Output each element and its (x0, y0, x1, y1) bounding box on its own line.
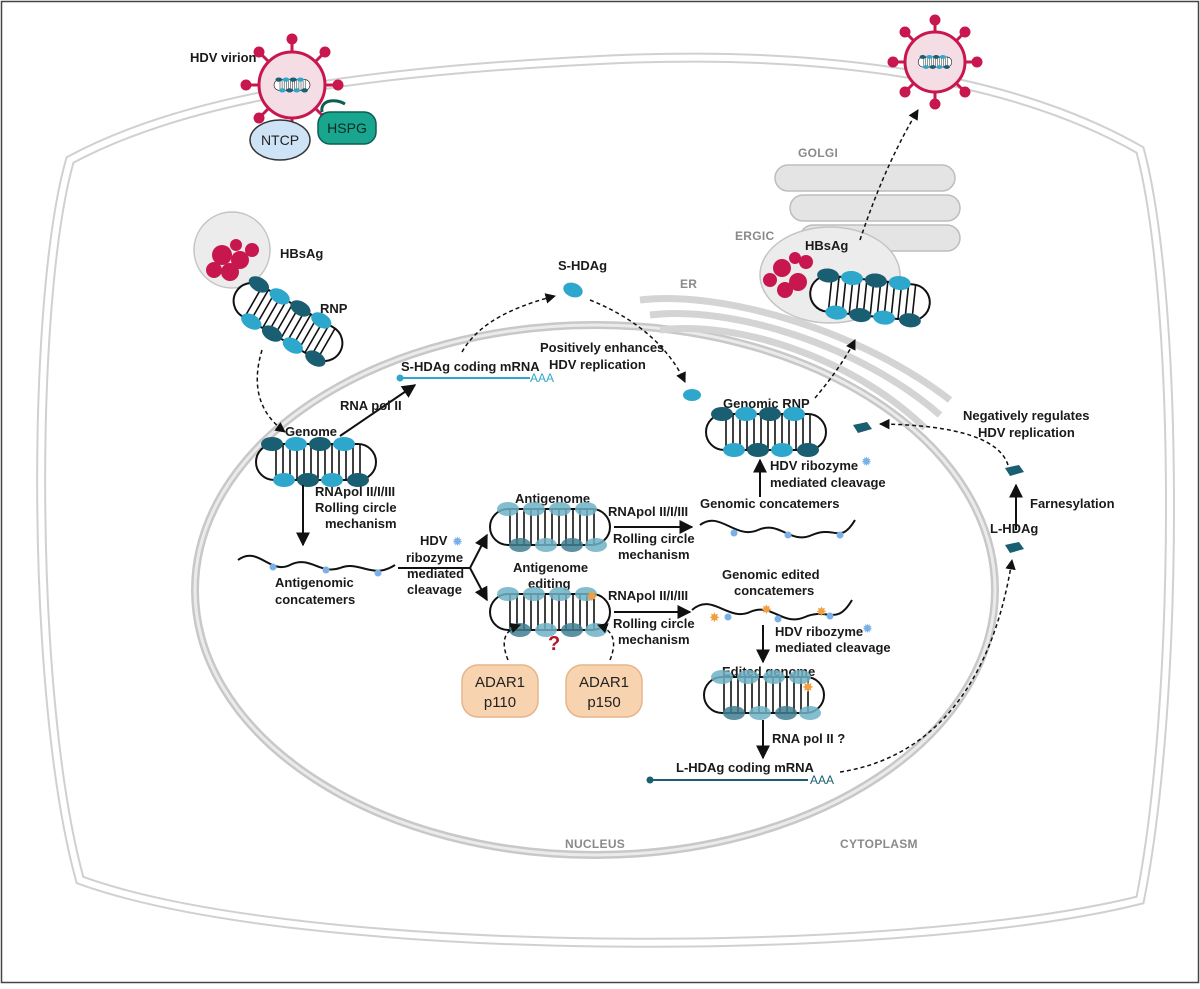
adar1-p110-label-1: ADAR1 (475, 674, 525, 691)
negatively-regulates-label-2: HDV replication (978, 425, 1075, 440)
edit-site-icon-5: ✸ (802, 679, 814, 695)
edited-genome-rnp (703, 670, 825, 720)
genome-label: Genome (285, 424, 337, 439)
rnp-label: RNP (320, 301, 348, 316)
antigenome-rnp (489, 502, 611, 552)
endoplasmic-reticulum (639, 294, 953, 431)
arrow-to-antigenome-editing (469, 567, 488, 602)
genomic-concatemers (699, 519, 856, 539)
genome-rnp (255, 437, 377, 487)
negatively-regulates-label-1: Negatively regulates (963, 408, 1089, 423)
gen-edit-2: concatemers (734, 583, 814, 598)
farnesylation-label: Farnesylation (1030, 496, 1115, 511)
rnapol-3b: Rolling circle (613, 616, 695, 631)
s-hdag-label: S-HDAg (558, 258, 607, 273)
hbsag-entry-cluster (206, 239, 259, 281)
gen-edit-1: Genomic edited (722, 567, 820, 582)
l-hdag-farnesylated-cyto (1005, 465, 1024, 476)
rnapol-2b: Rolling circle (613, 531, 695, 546)
ntcp-receptor (249, 119, 311, 161)
aaa-l-label: AAA (810, 773, 834, 787)
golgi-label: GOLGI (798, 146, 838, 160)
rnapol-2c: mechanism (618, 547, 690, 562)
l-hdag-protein (1005, 542, 1024, 553)
arrow-adar-p110 (503, 623, 521, 661)
rnapol-3a: RNApol II/I/III (608, 588, 688, 603)
hdv-ribozyme-cleavage-label-2: mediated cleavage (770, 475, 886, 490)
positively-enhances-label-2: HDV replication (549, 357, 646, 372)
adar1-p110-label-2: p110 (484, 694, 516, 711)
hspg-receptor (317, 111, 377, 145)
s-hdag-protein (563, 282, 583, 298)
ribozyme-star-icon-2: ✹ (452, 534, 463, 549)
rnapol-1b: Rolling circle (315, 500, 397, 515)
arrow-genomic-rnp-to-ergic (814, 339, 856, 399)
nucleus-label: NUCLEUS (565, 837, 625, 851)
genomic-rnp (705, 407, 827, 457)
ergic-label: ERGIC (735, 229, 775, 243)
aaa-s-label: AAA (530, 371, 554, 385)
adar1-p110-box (461, 664, 539, 718)
genomic-concatemers-label: Genomic concatemers (700, 496, 839, 511)
adar1-p150-label-1: ADAR1 (579, 674, 629, 691)
positively-enhances-label-1: Positively enhances (540, 340, 664, 355)
hspg-label: HSPG (327, 120, 367, 136)
antigenomic-label-1: Antigenomic (275, 575, 354, 590)
ribozyme-star-icon-3: ✹ (862, 621, 873, 636)
l-hdag-label: L-HDAg (990, 521, 1038, 536)
adar1-p150-box (565, 664, 643, 718)
ribozyme-star-icon: ✹ (861, 454, 872, 469)
rnapol-2a: RNApol II/I/III (608, 504, 688, 519)
hdv-virion (240, 33, 344, 137)
hbsag-exit-label: HBsAg (805, 238, 848, 253)
arrow-rna-pol-ii (339, 384, 417, 437)
hdv-virion-exit (887, 14, 983, 110)
arrow-l-hdag-negative-regulation (878, 418, 1009, 466)
arrow-s-hdag-into-nucleus (589, 299, 686, 383)
hdv-rib-3: mediated (407, 566, 464, 581)
edit-site-icon-3: ✸ (761, 602, 772, 617)
rna-pol-ii-label: RNA pol II (340, 398, 402, 413)
hbsag-exit-cluster (763, 252, 813, 298)
antigenomic-concatemers (237, 554, 396, 572)
ntcp-label: NTCP (261, 132, 299, 148)
hdv-rib-2: ribozyme (406, 550, 463, 565)
edit-site-icon-2: ✸ (709, 610, 720, 625)
hdv-rib-1: HDV (420, 533, 448, 548)
hdv-ribozyme-cleavage-label-4: mediated cleavage (775, 640, 891, 655)
ag-edit-1: Antigenome (513, 560, 588, 575)
arrow-mrna-to-s-hdag (461, 293, 557, 353)
edit-site-icon-4: ✸ (816, 604, 827, 619)
ribozyme-sites (269, 563, 382, 577)
l-hdag-mrna-label: L-HDAg coding mRNA (676, 760, 815, 775)
er-label: ER (680, 277, 697, 291)
question-mark: ? (548, 633, 560, 655)
l-hdag-farnesylated-protein (853, 422, 872, 433)
rnapol-1c: mechanism (325, 516, 397, 531)
s-hdag-nuclear (683, 389, 701, 401)
hdv-virion-label: HDV virion (190, 50, 257, 65)
adar1-p150-label-2: p150 (587, 694, 620, 711)
hdv-rib-4: cleavage (407, 582, 462, 597)
edit-site-icon: ✸ (586, 588, 598, 604)
cytoplasm-label: CYTOPLASM (840, 837, 918, 851)
hdv-ribozyme-cleavage-label-1: HDV ribozyme (770, 458, 858, 473)
s-hdag-mrna-label: S-HDAg coding mRNA (401, 359, 540, 374)
antigenomic-label-2: concatemers (275, 592, 355, 607)
arrow-adar-p150 (597, 623, 615, 661)
rnapol-1a: RNApol II/I/III (315, 484, 395, 499)
hbsag-entry-label: HBsAg (280, 246, 323, 261)
arrow-l-hdag-mrna-to-protein (839, 558, 1016, 773)
rna-pol-ii-q-label: RNA pol II ? (772, 731, 845, 746)
arrow-rnp-to-genome (256, 349, 286, 433)
rnapol-3c: mechanism (618, 632, 690, 647)
hdv-ribozyme-cleavage-label-3: HDV ribozyme (775, 624, 863, 639)
